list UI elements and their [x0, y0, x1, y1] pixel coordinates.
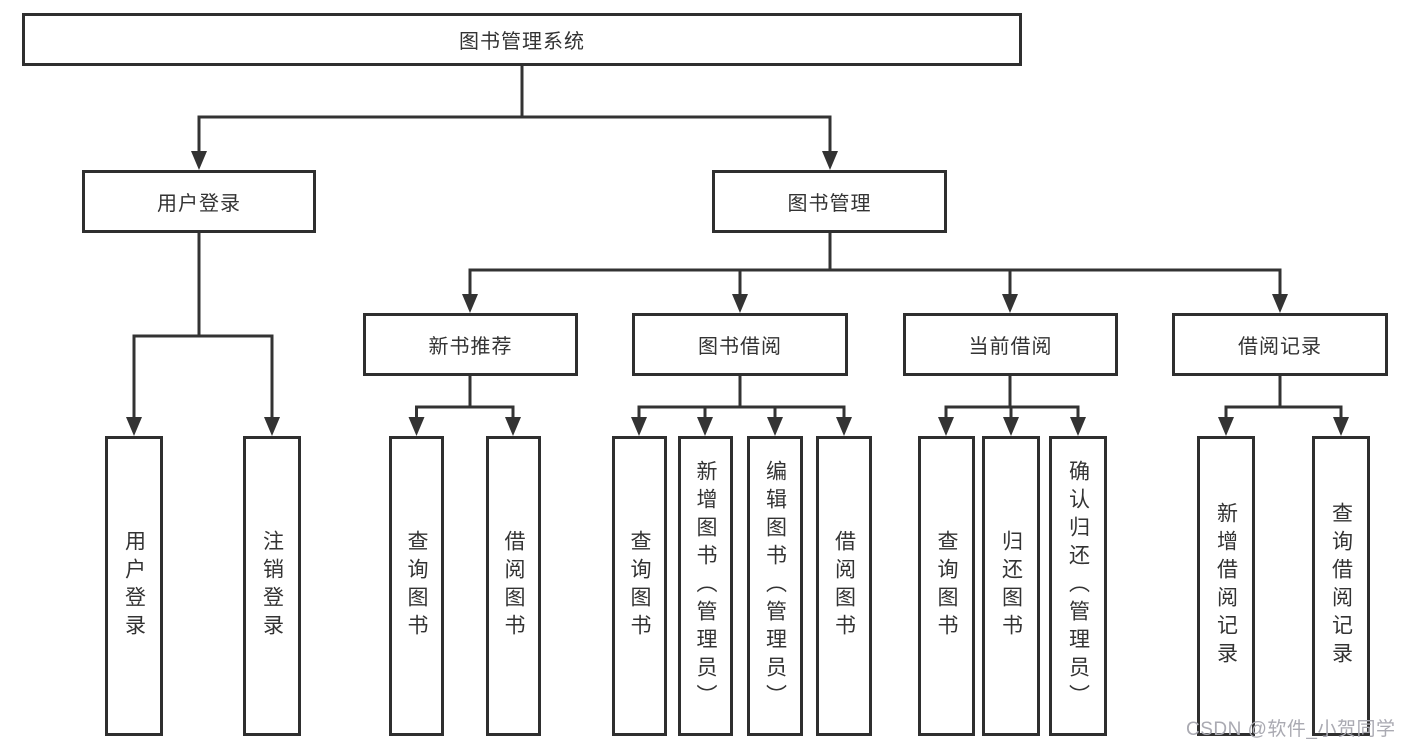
leaf-borrowing-borrow-books: 借阅图书	[816, 436, 872, 736]
arrow-down-icon	[126, 417, 142, 436]
connector-borrowing-records-branch	[1224, 376, 1343, 419]
leaf-borrowing-query-books: 查询图书	[612, 436, 667, 736]
arrow-down-icon	[1070, 417, 1086, 436]
leaf-current-confirm-return-admin: 确认归还（管理员）	[1049, 436, 1107, 736]
arrow-down-icon	[264, 417, 280, 436]
leaf-recommend-borrow-books: 借阅图书	[486, 436, 541, 736]
node-library-system: 图书管理系统	[22, 13, 1022, 66]
connector-book-management-branch	[468, 233, 1282, 296]
node-current-borrowing: 当前借阅	[903, 313, 1118, 376]
leaf-recommend-query-books: 查询图书	[389, 436, 444, 736]
node-user-login: 用户登录	[82, 170, 316, 233]
arrow-down-icon	[191, 151, 207, 170]
arrow-down-icon	[1002, 294, 1018, 313]
leaf-user-login: 用户登录	[105, 436, 163, 736]
arrow-down-icon	[1218, 417, 1234, 436]
leaf-current-query-books: 查询图书	[918, 436, 975, 736]
arrow-down-icon	[408, 417, 425, 436]
arrow-down-icon	[1272, 294, 1288, 313]
watermark: CSDN @软件_小贺同学	[1186, 719, 1396, 740]
connector-book-borrowing-branch	[637, 376, 846, 419]
node-book-borrowing: 图书借阅	[632, 313, 848, 376]
node-borrowing-records: 借阅记录	[1172, 313, 1388, 376]
arrow-down-icon	[938, 417, 954, 436]
leaf-borrowing-add-books-admin: 新增图书（管理员）	[678, 436, 733, 736]
arrow-down-icon	[505, 417, 521, 436]
arrow-down-icon	[822, 151, 838, 170]
leaf-logout: 注销登录	[243, 436, 301, 736]
arrow-down-icon	[767, 417, 783, 436]
connector-user-login-branch	[132, 233, 274, 419]
leaf-current-return-books: 归还图书	[982, 436, 1040, 736]
leaf-borrowing-edit-books-admin: 编辑图书（管理员）	[747, 436, 803, 736]
arrow-down-icon	[697, 417, 713, 436]
arrow-down-icon	[732, 294, 748, 313]
connector-current-borrowing-branch	[944, 376, 1080, 419]
arrow-down-icon	[836, 417, 852, 436]
arrow-down-icon	[1003, 417, 1019, 436]
leaf-records-add-record: 新增借阅记录	[1197, 436, 1255, 736]
node-book-management: 图书管理	[712, 170, 947, 233]
arrow-down-icon	[462, 294, 478, 313]
arrow-down-icon	[1333, 417, 1349, 436]
node-new-book-recommend: 新书推荐	[363, 313, 578, 376]
leaf-records-query-record: 查询借阅记录	[1312, 436, 1370, 736]
connector-root-branch	[197, 66, 832, 153]
arrow-down-icon	[631, 417, 647, 436]
arrowhead-icons	[126, 151, 1349, 436]
connector-new-book-recommend-branch	[415, 376, 515, 419]
